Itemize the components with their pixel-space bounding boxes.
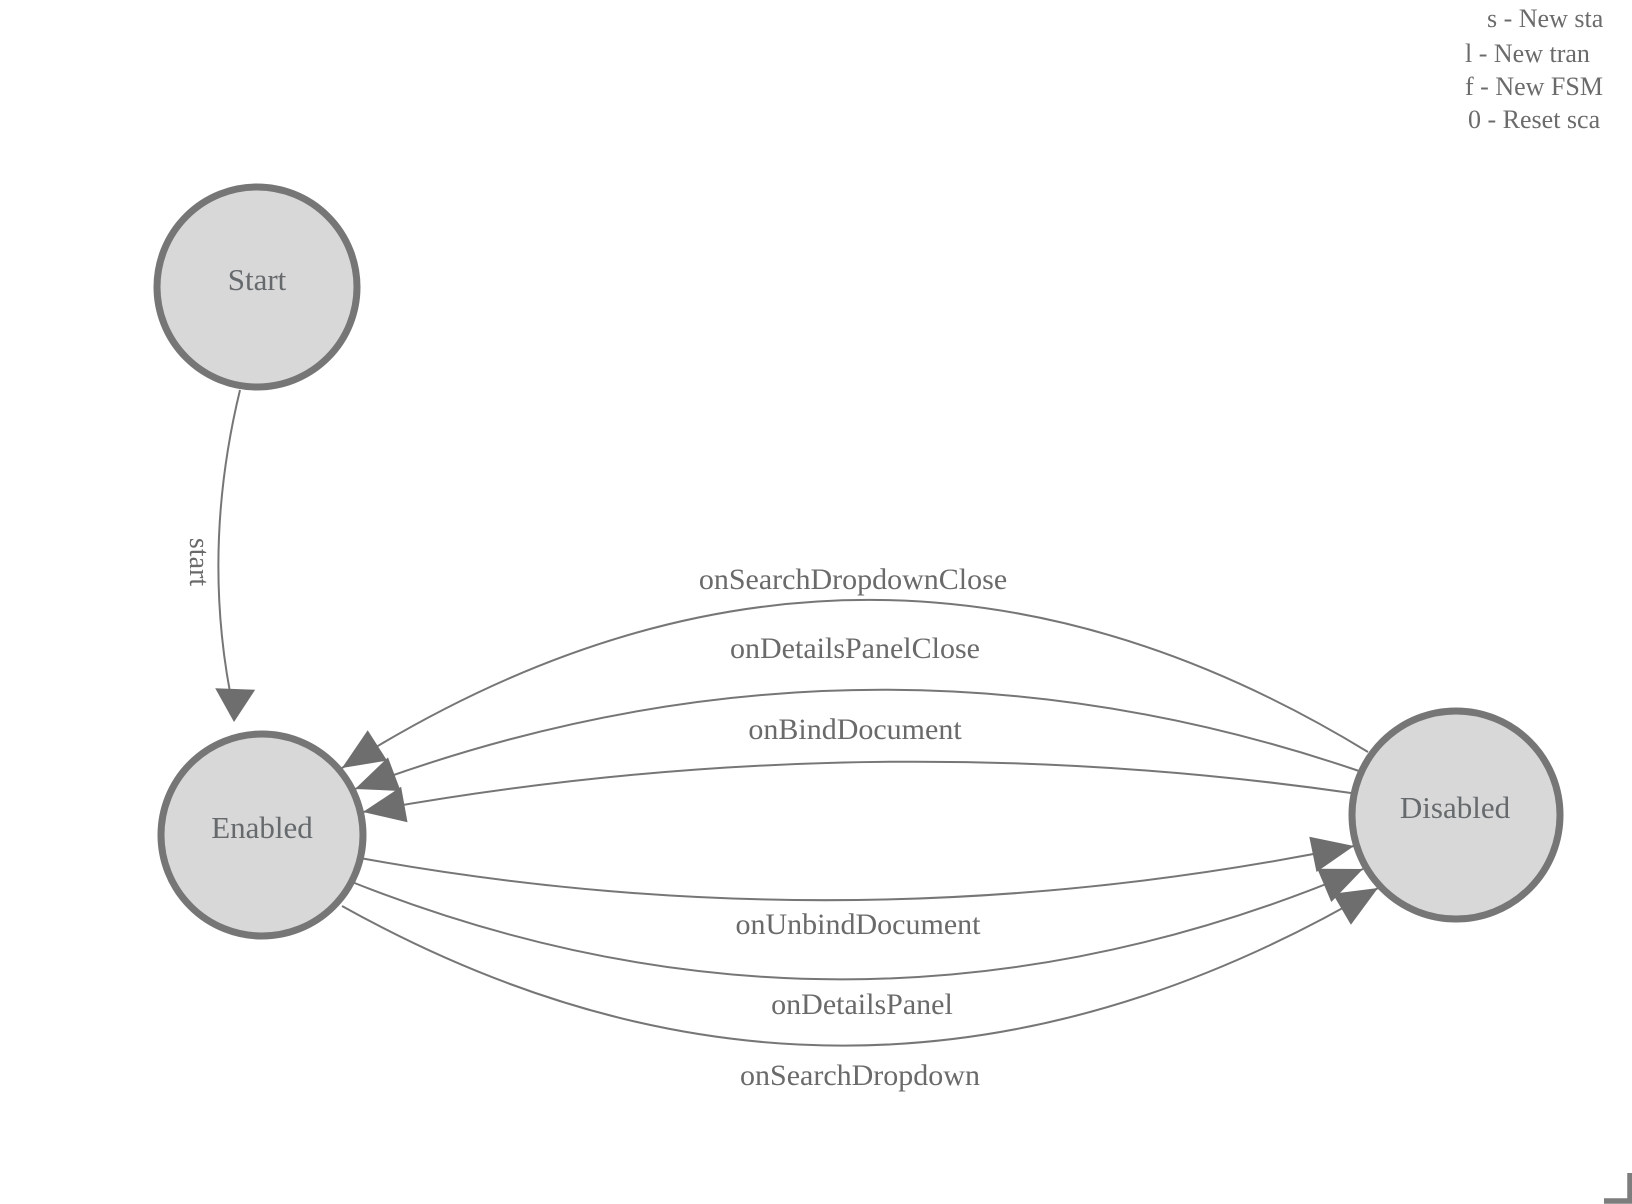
edge-onDetailsPanelClose	[354, 688, 1360, 790]
state-node-disabled[interactable]	[1348, 707, 1564, 923]
legend-line-reset: 0 - Reset sca	[1468, 105, 1601, 134]
arrowhead-onDetailsPanelClose-icon	[355, 757, 401, 791]
arrowhead-onSearchDropdownClose-icon	[342, 730, 388, 768]
edge-label-onSearchDropdownClose: onSearchDropdownClose	[699, 563, 1007, 596]
legend-line-new-state: s - New sta	[1487, 4, 1604, 33]
arrowhead-onUnbindDocument-icon	[1309, 836, 1354, 872]
state-label-start: Start	[228, 262, 287, 297]
edge-label-onDetailsPanelClose: onDetailsPanelClose	[730, 632, 980, 665]
edge-onBindDocument	[362, 760, 1352, 813]
state-label-disabled: Disabled	[1400, 790, 1511, 825]
edge-onSearchDropdown	[341, 887, 1379, 1047]
edge-onSearchDropdownClose	[341, 599, 1369, 769]
legend-line-new-transition: l - New tran	[1465, 39, 1590, 68]
edge-onDetailsPanel	[351, 868, 1364, 981]
edge-start-to-enabled	[217, 389, 241, 713]
arrowhead-onDetailsPanel-icon	[1317, 868, 1363, 902]
arrowhead-onSearchDropdown-icon	[1332, 888, 1378, 925]
state-node-start[interactable]	[153, 183, 361, 391]
arrowhead-start-to-enabled-icon	[215, 688, 256, 722]
edge-label-onBindDocument: onBindDocument	[748, 713, 962, 746]
edge-label-onDetailsPanel: onDetailsPanel	[771, 988, 953, 1021]
state-label-enabled: Enabled	[211, 810, 313, 845]
arrowhead-onBindDocument-icon	[363, 786, 408, 823]
edge-label-start: start	[183, 538, 214, 586]
edge-label-onSearchDropdown: onSearchDropdown	[740, 1059, 980, 1092]
state-node-enabled[interactable]	[157, 730, 367, 940]
edge-label-onUnbindDocument: onUnbindDocument	[736, 908, 982, 941]
edge-onUnbindDocument	[359, 845, 1355, 902]
legend-line-new-fsm: f - New FSM	[1465, 72, 1603, 101]
corner-frame-fragment	[1604, 1173, 1632, 1204]
